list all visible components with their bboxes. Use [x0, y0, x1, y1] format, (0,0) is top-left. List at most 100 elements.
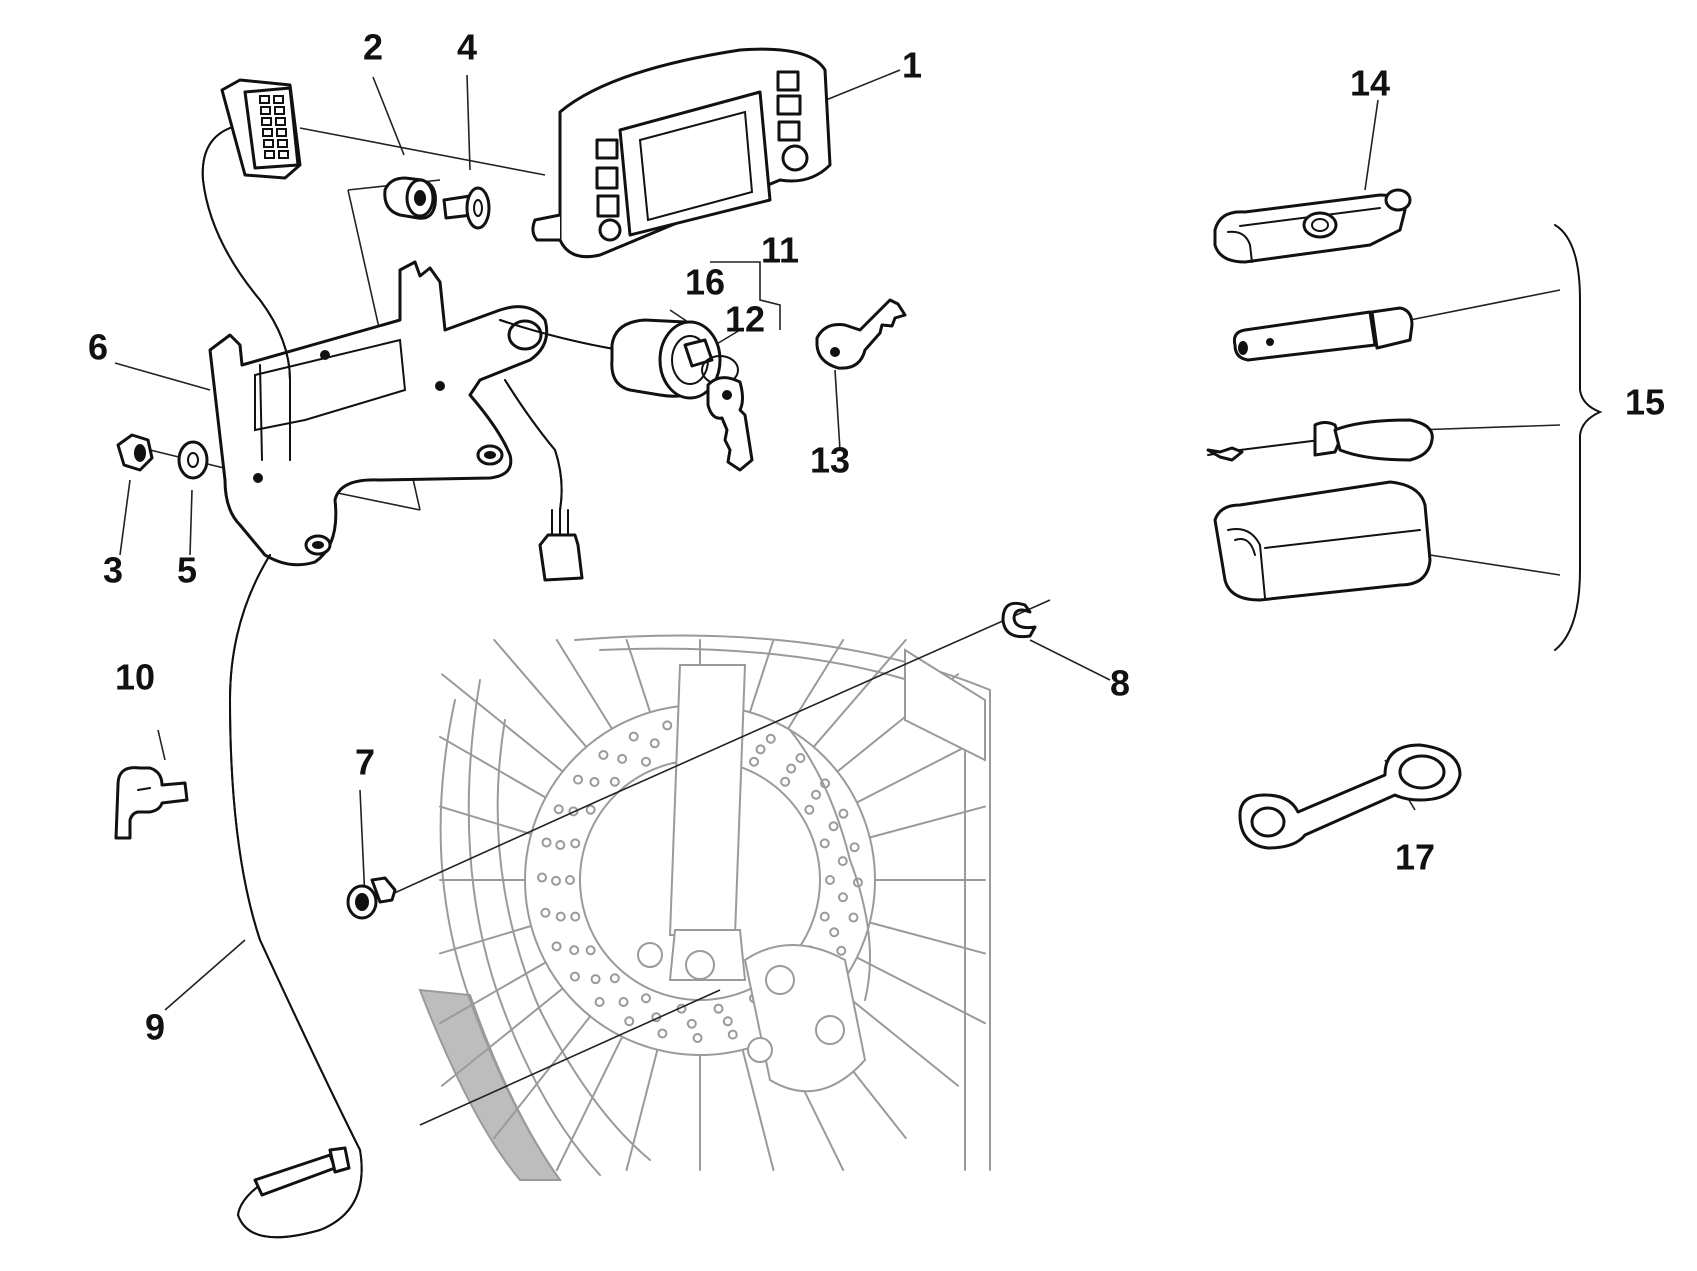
disc-hole: [628, 731, 639, 742]
screwdriver-icon: [1206, 418, 1434, 462]
leader-lines: [114, 69, 1603, 1126]
disc-hole: [837, 892, 848, 903]
connector-pin: [261, 117, 272, 126]
disc-hole: [537, 872, 548, 883]
disc-hole: [555, 839, 566, 850]
disc-hole: [804, 804, 815, 815]
callout-7: 7: [355, 742, 375, 783]
disc-hole: [836, 945, 847, 956]
instrument-cluster-icon: [531, 47, 832, 259]
connector-pin: [278, 150, 289, 159]
disc-hole: [640, 993, 651, 1004]
disc-hole: [585, 804, 596, 815]
disc-hole: [551, 875, 562, 886]
disc-hole: [570, 911, 581, 922]
disc-hole: [640, 756, 651, 767]
disc-hole: [795, 753, 806, 764]
disc-hole: [755, 744, 766, 755]
pin-wrench-icon: [1238, 743, 1462, 850]
callout-3: 3: [103, 550, 123, 591]
disc-hole: [727, 1029, 738, 1040]
spacer-icon: [383, 176, 437, 220]
tool-bag-icon: [1213, 188, 1412, 264]
disc-hole: [569, 971, 580, 982]
connector-pin: [264, 150, 275, 159]
disc-hole: [828, 821, 839, 832]
connector-pin: [262, 128, 273, 137]
connector-pin: [275, 117, 286, 126]
connector-pin: [274, 106, 285, 115]
disc-hole: [541, 837, 552, 848]
disc-hole: [624, 1016, 635, 1027]
disc-hole: [569, 945, 580, 956]
clip-icon: [114, 766, 189, 840]
disc-hole: [618, 997, 629, 1008]
bushing-icon: [442, 186, 491, 230]
disc-hole: [570, 838, 581, 849]
key-icon: [815, 298, 907, 370]
disc-hole: [825, 875, 835, 885]
connector-pin: [276, 128, 287, 137]
disc-hole: [617, 753, 628, 764]
disc-hole: [722, 1016, 733, 1027]
callout-14: 14: [1350, 63, 1390, 104]
disc-hole: [598, 749, 609, 760]
disc-hole: [555, 911, 566, 922]
disc-hole: [649, 738, 660, 749]
callout-2: 2: [363, 27, 383, 68]
callout-11: 11: [761, 230, 799, 271]
connector-pin: [263, 139, 274, 148]
connector-pin: [260, 106, 271, 115]
nut-icon: [116, 433, 154, 472]
callout-labels: 1 2 3 4 5 6 7 8 9 10 11 12 13 14 15 16 1…: [88, 27, 1665, 1048]
callout-15: 15: [1625, 382, 1665, 423]
screw-icon: [346, 876, 397, 920]
disc-hole: [686, 1018, 697, 1029]
disc-hole: [838, 808, 849, 819]
connector-pin: [273, 95, 284, 104]
front-wheel-icon: [418, 634, 991, 1181]
connector-pin: [277, 139, 288, 148]
disc-hole: [662, 720, 673, 731]
disc-hole: [692, 1032, 703, 1043]
disc-hole: [585, 945, 596, 956]
callout-16: 16: [685, 262, 725, 303]
bracket-icon: [208, 260, 549, 567]
connector-pin: [259, 95, 270, 104]
disc-hole: [594, 996, 605, 1007]
disc-hole: [765, 733, 776, 744]
callout-5: 5: [177, 550, 197, 591]
disc-hole: [749, 756, 760, 767]
callout-8: 8: [1110, 663, 1130, 704]
disc-hole: [811, 789, 822, 800]
callout-4: 4: [457, 27, 477, 68]
box-spanner-icon: [1233, 306, 1414, 362]
disc-hole: [780, 776, 791, 787]
callout-17: 17: [1395, 837, 1435, 878]
callout-1: 1: [902, 45, 922, 86]
speedometer-cable-icon: [228, 554, 363, 1239]
callout-10: 10: [115, 657, 155, 698]
disc-hole: [657, 1028, 668, 1039]
washer-icon: [177, 440, 209, 480]
callout-13: 13: [810, 440, 850, 481]
disc-hole: [609, 973, 620, 984]
disc-hole: [589, 777, 600, 788]
disc-hole: [553, 804, 564, 815]
disc-hole: [849, 842, 860, 853]
key-icon: [706, 376, 754, 472]
disc-hole: [848, 912, 859, 923]
disc-hole: [713, 1003, 724, 1014]
disc-hole: [573, 774, 584, 785]
callout-9: 9: [145, 1007, 165, 1048]
circlip-icon: [1001, 601, 1037, 639]
callout-6: 6: [88, 327, 108, 368]
disc-hole: [786, 763, 797, 774]
disc-hole: [819, 838, 830, 849]
wiring-harness-icon: [201, 78, 621, 582]
disc-hole: [551, 941, 562, 952]
disc-hole: [540, 907, 551, 918]
disc-hole: [609, 776, 620, 787]
disc-hole: [590, 974, 601, 985]
